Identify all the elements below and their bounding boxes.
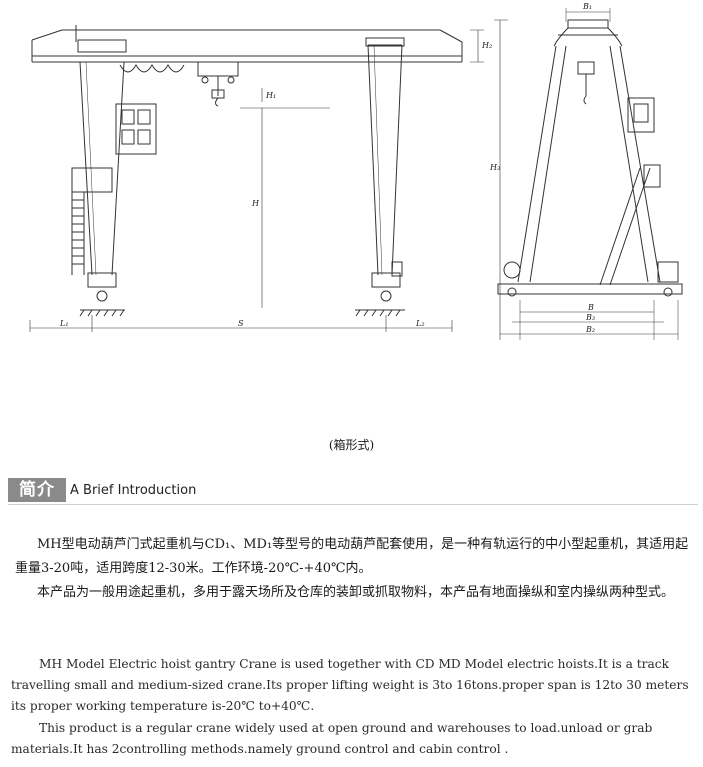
chinese-paragraph-2: 本产品为一般用途起重机，多用于露天场所及仓库的装卸或抓取物料，本产品有地面操纵和…: [37, 585, 675, 600]
front-view: [29, 25, 484, 332]
section-header: 简介 A Brief Introduction: [8, 478, 698, 505]
dim-label-l2: L₂: [415, 319, 425, 328]
english-paragraph-1: MH Model Electric hoist gantry Crane is …: [11, 657, 689, 713]
dim-label-h3: H₃: [489, 163, 500, 172]
drawing-caption: (箱形式): [328, 438, 375, 452]
gantry-crane-technical-drawing: H₂ H₁ H L₁ S L₂ B₁ H₃ B B₃ B₂: [29, 2, 683, 340]
dim-label-s: S: [238, 319, 244, 328]
section-divider: [8, 504, 698, 505]
dim-label-l1: L₁: [59, 319, 69, 328]
dim-label-h1: H₁: [265, 91, 276, 100]
dim-label-b: B: [587, 303, 594, 312]
dim-label-b1: B₁: [582, 2, 592, 11]
dim-label-h2: H₂: [481, 41, 492, 50]
section-title: A Brief Introduction: [70, 483, 197, 498]
side-view: [494, 8, 683, 340]
dim-label-h: H: [251, 199, 260, 208]
dim-label-b2: B₂: [585, 325, 595, 334]
english-paragraph-2: This product is a regular crane widely u…: [11, 721, 653, 756]
section-badge: 简介: [8, 478, 66, 502]
dim-label-b3: B₃: [585, 313, 595, 322]
chinese-paragraph-1: MH型电动葫芦门式起重机与CD₁、MD₁等型号的电动葫芦配套使用，是一种有轨运行…: [15, 537, 689, 576]
